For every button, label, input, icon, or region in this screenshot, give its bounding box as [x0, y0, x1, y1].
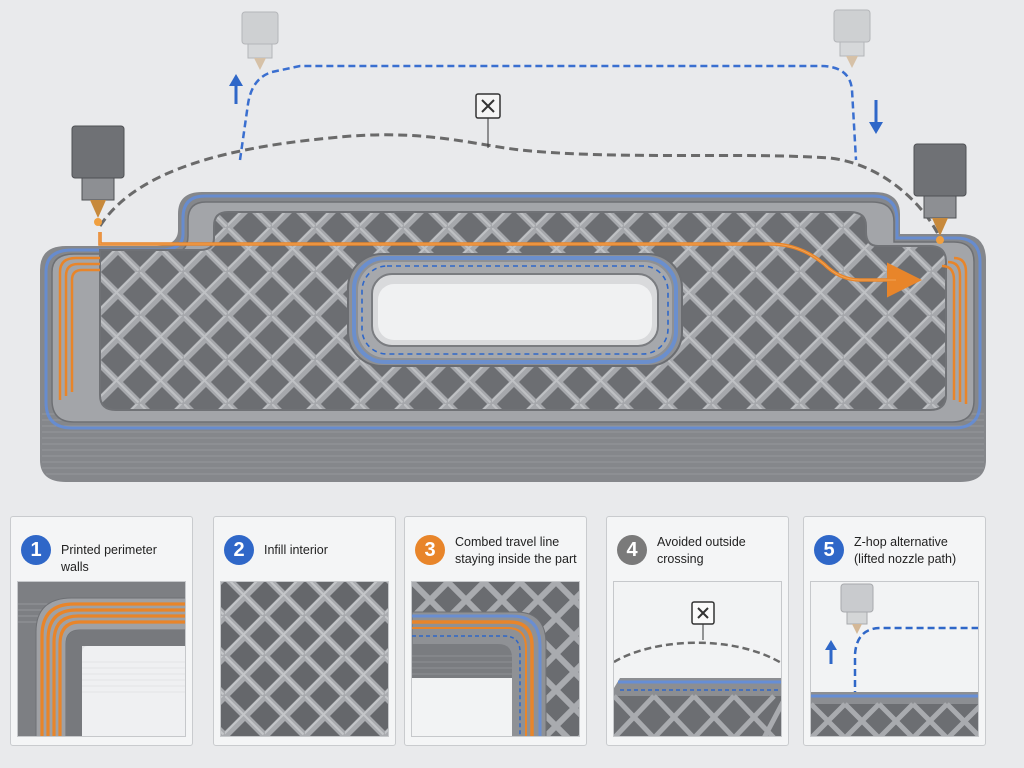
panel-caption: Avoided outside crossing	[657, 535, 746, 566]
panel-perimeter-walls: 1 Printed perimeter walls	[10, 516, 193, 746]
avoided-crossing-thumbnail	[613, 581, 782, 737]
panel-caption: Infill interior	[264, 543, 328, 557]
step-badge: 3	[415, 535, 445, 565]
arrow-up-icon	[229, 74, 243, 104]
panel-caption: Combed travel line staying inside the pa…	[455, 535, 577, 566]
print-nozzle-icon	[71, 9, 967, 244]
avoided-crossing-path	[98, 133, 940, 235]
z-hop-path	[238, 64, 858, 161]
step-badge: 5	[814, 535, 844, 565]
step-badge: 1	[21, 535, 51, 565]
printed-perimeter-lines	[58, 256, 968, 404]
step-badge: 2	[224, 535, 254, 565]
main-diagram	[40, 9, 986, 482]
panel-avoided-crossing: 4 Avoided outside crossing	[606, 516, 789, 746]
combed-travel-thumbnail	[411, 581, 580, 737]
arrow-up-icon	[825, 640, 837, 664]
panel-z-hop: 5 Z-hop alternative (lifted nozzle path)	[803, 516, 986, 746]
z-hop-thumbnail	[810, 581, 979, 737]
panel-caption: Printed perimeter walls	[61, 543, 157, 574]
panel-infill-interior: 2 Infill interior	[213, 516, 396, 746]
infill-thumbnail	[220, 581, 389, 737]
center-hole	[347, 253, 683, 367]
panel-combed-travel: 3 Combed travel line staying inside the …	[404, 516, 587, 746]
panel-caption: Z-hop alternative (lifted nozzle path)	[854, 535, 957, 566]
print-nozzle-icon	[840, 583, 874, 634]
step-badge: 4	[617, 535, 647, 565]
arrow-down-icon	[869, 100, 883, 134]
x-box-icon	[475, 93, 501, 148]
x-box-icon	[691, 601, 715, 640]
perimeter-walls-thumbnail	[17, 581, 186, 737]
